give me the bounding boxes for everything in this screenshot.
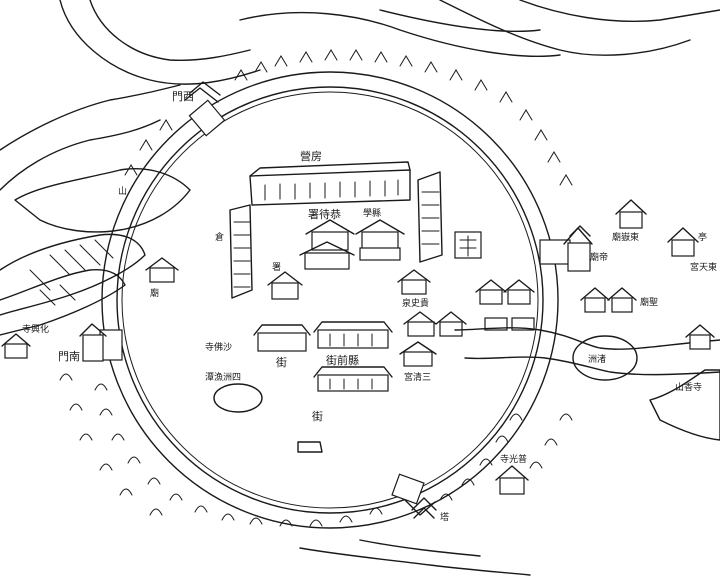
west-gate-label: 門西	[172, 90, 194, 103]
river-left-sweep-2	[0, 119, 161, 191]
street-bottom-label: 街	[312, 409, 323, 423]
river-top-sweep	[239, 11, 561, 57]
pagoda-label: 塔	[440, 511, 449, 523]
river-bottom-2	[359, 539, 481, 557]
east-cluster	[475, 279, 535, 331]
barracks-building	[249, 161, 411, 206]
river-island	[572, 335, 638, 381]
barracks-label: 營房	[300, 150, 322, 163]
east-gate	[539, 225, 593, 272]
city-wall-outer	[101, 71, 559, 529]
street-front-row-2	[313, 366, 393, 392]
bottom-temple-label: 寺光普	[500, 453, 527, 465]
street-front-row	[313, 321, 393, 349]
temple-left	[145, 257, 179, 283]
pond	[213, 383, 263, 413]
east-bldg3-label: 廟嶽東	[612, 231, 639, 243]
granary-label: 倉	[215, 231, 224, 243]
xingguo-temple	[1, 333, 31, 359]
seal-building	[454, 231, 482, 259]
river-left-sweep	[0, 84, 181, 151]
outside-east-buildings	[580, 199, 647, 313]
street-front-label: 街前縣	[326, 353, 359, 367]
river-top-right-2	[519, 0, 720, 22]
left-long-building	[229, 204, 253, 299]
valley-hatch	[29, 239, 114, 306]
river-bottom	[299, 547, 531, 576]
xingguo-label: 寺興化	[22, 323, 49, 335]
east-bldg2-label: 廟聖	[640, 296, 658, 308]
southwest-gate	[79, 323, 123, 362]
school-building	[355, 219, 405, 261]
right-long-building	[417, 171, 443, 263]
east-river-2	[464, 356, 720, 376]
yamen-building	[299, 219, 355, 270]
river-top-sweep-2	[379, 9, 541, 32]
east-gate-temple-label: 廟帝	[590, 251, 608, 263]
far-right-top-label: 亭	[698, 231, 707, 243]
right-edge-house	[685, 324, 715, 350]
shrine-right-label: 宮清三	[404, 371, 431, 383]
far-right-label: 宮天東	[690, 261, 717, 273]
south-gate	[391, 473, 436, 516]
office-label: 署	[272, 262, 281, 273]
city-wall-inner-2	[121, 91, 539, 509]
river-island-label: 洲渚	[588, 354, 606, 365]
river-top-right	[439, 0, 691, 56]
mountain-left-label: 山	[118, 186, 127, 197]
far-right-pavilion	[667, 227, 699, 257]
street-buildings-left	[253, 324, 311, 352]
vegetation	[59, 49, 573, 527]
east-bldg-label: 泉史貴	[402, 297, 429, 309]
city-wall-inner	[116, 86, 544, 514]
river-top-left-2	[89, 0, 251, 62]
right-hill-label: 山香寺	[675, 382, 702, 393]
office-building	[267, 271, 303, 300]
east-inner-buildings	[397, 269, 467, 367]
pond-label: 潭漁洲四	[205, 371, 241, 383]
valley-left	[0, 233, 146, 316]
yamen-label: 署待恭	[308, 207, 341, 221]
mountain-left	[14, 168, 191, 233]
pagoda	[411, 497, 437, 519]
right-hill	[649, 369, 720, 441]
river-top-left	[59, 0, 261, 85]
temple-small-label: 寺佛沙	[205, 341, 232, 353]
bottom-temple	[495, 465, 529, 495]
south-gate-label: 門南	[58, 350, 80, 363]
street-left-label: 街	[276, 355, 287, 369]
temple-left-label: 廟	[150, 287, 159, 299]
west-gate	[184, 81, 226, 137]
school-label: 學縣	[363, 207, 381, 219]
street-bottom-marker	[297, 441, 323, 453]
